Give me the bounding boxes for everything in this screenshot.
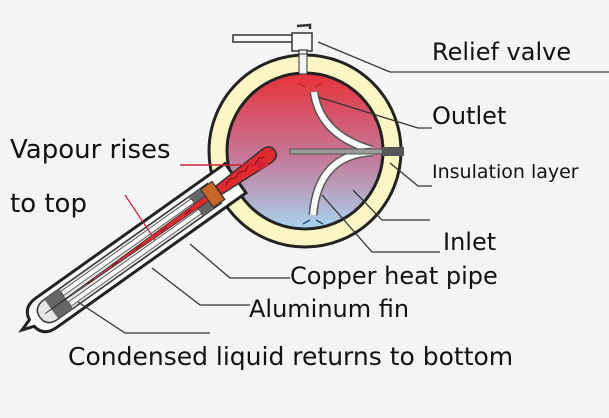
label-inlet: Inlet bbox=[443, 228, 497, 256]
label-aluminum-fin: Aluminum fin bbox=[249, 295, 410, 323]
label-relief-valve: Relief valve bbox=[432, 38, 572, 66]
label-insulation-layer: Insulation layer bbox=[432, 161, 579, 183]
leader-lines bbox=[77, 41, 609, 334]
aluminum-fin bbox=[60, 198, 195, 297]
label-outlet: Outlet bbox=[432, 102, 507, 130]
label-condensed-liquid: Condensed liquid returns to bottom bbox=[68, 342, 514, 371]
evacuated-tube bbox=[18, 146, 278, 334]
label-to-top: to top bbox=[10, 189, 87, 219]
outlet-pipe bbox=[311, 91, 373, 153]
label-vapour-rises: Vapour rises bbox=[10, 135, 171, 165]
water-tank bbox=[207, 53, 404, 249]
label-copper-heat-pipe: Copper heat pipe bbox=[290, 262, 498, 290]
vapour-pointer bbox=[124, 194, 156, 241]
